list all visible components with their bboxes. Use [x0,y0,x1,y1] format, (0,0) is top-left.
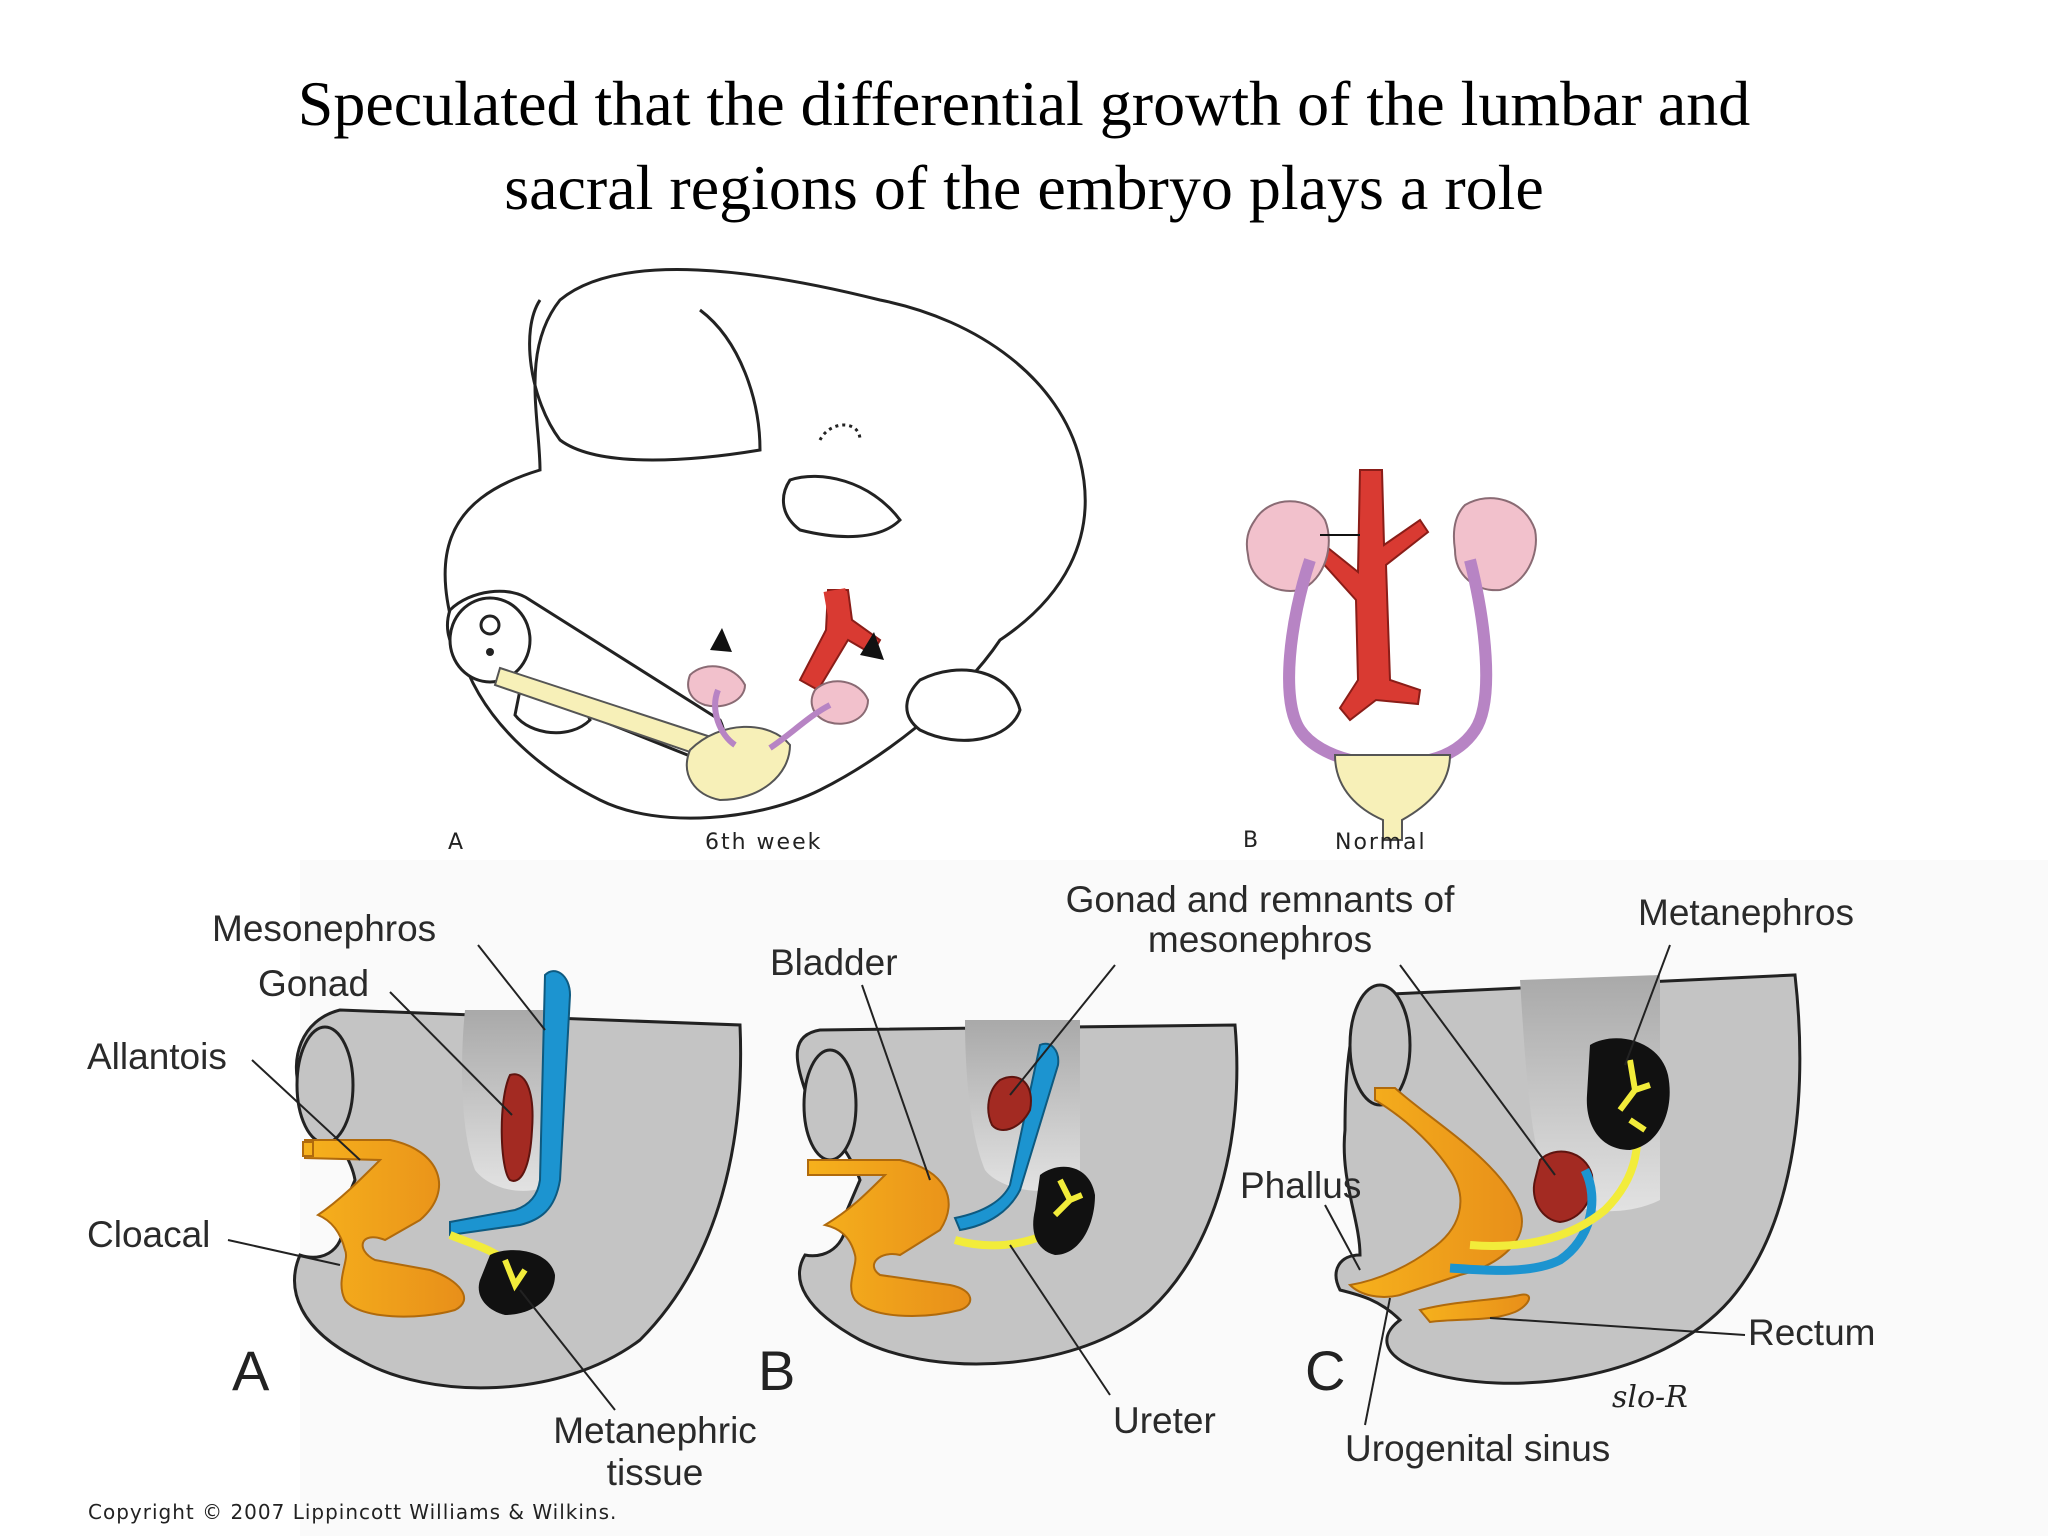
embryo-right-kidney [810,680,870,725]
embryo-lower-limb [905,668,1022,742]
embryo-right-ureter [768,702,832,751]
embryo-head-bulge [528,299,762,462]
ascent-arrow-left [710,628,732,652]
embryo-6th-week-drawing [443,268,1087,820]
artist-signature: slo-R [1612,1380,1688,1415]
ascent-arrow-right [860,632,884,660]
leader-metanephros [1624,944,1671,1066]
allantois-a-tube [295,1025,355,1145]
gonad-b [987,1075,1032,1131]
embryo-left-kidney [687,665,747,708]
leader-cloacal [227,1239,341,1266]
top-figure-b-letter: B [1243,828,1261,853]
embryo-left-ureter [712,688,737,748]
label-gonad-remnants-line-2: mesonephros [1147,919,1373,960]
label-metanephric-line-1: Metanephric [553,1410,757,1451]
leader-gonad-remnants-c [1399,964,1556,1176]
umbilical-stalk-end [448,596,532,684]
title-line-2: sacral regions of the embryo plays a rol… [504,152,1544,223]
leader-phallus [1324,1204,1361,1271]
leader-gonad-remnants [1009,964,1116,1096]
leader-gonad [389,991,513,1116]
label-ureter: Ureter [1113,1400,1216,1441]
label-metanephric-line-2: tissue [606,1452,704,1493]
slide-title: Speculated that the differential growth … [0,62,2048,230]
cloaca-a [304,1139,466,1318]
panel-letter-a: A [232,1339,270,1402]
top-figure-a-letter: A [448,830,466,855]
lower-figure-c [1334,973,1802,1385]
normal-left-kidney [1245,500,1330,592]
panel-letter-b: B [758,1339,796,1402]
lower-figure-a [293,970,743,1390]
label-gonad-remnants: Gonad and remnants of mesonephros [1020,880,1500,960]
label-urogenital-sinus: Urogenital sinus [1345,1428,1611,1469]
leader-mesonephros [477,944,546,1031]
label-cloacal: Cloacal [87,1214,211,1255]
leader-urogenital-sinus [1364,1297,1391,1426]
rectum-c [1418,1293,1530,1324]
normal-right-ureter [1428,558,1493,766]
mesonephric-duct-c [1449,1167,1597,1275]
label-metanephric-tissue: Metanephric tissue [530,1410,780,1494]
embryo-upper-limb [781,474,902,538]
label-rectum: Rectum [1748,1312,1876,1353]
metanephric-b [1033,1166,1095,1255]
label-bladder: Bladder [770,942,898,983]
panel-letter-c: C [1305,1339,1346,1402]
cloaca-sac [685,725,792,802]
label-gonad-remnants-line-1: Gonad and remnants of [1065,879,1455,920]
title-line-1: Speculated that the differential growth … [297,68,1751,139]
embryo-aorta [798,589,882,692]
leader-lines [227,944,1746,1426]
embryo-aorta-and-kidneys [687,588,884,751]
umbilical-vessel [479,614,501,636]
mesonephros-b [953,1042,1060,1232]
leader-allantois [251,1059,361,1161]
allantois-b-tube [802,1048,858,1162]
normal-urinary-system-drawing [1245,469,1537,841]
leader-rectum [1489,1317,1746,1336]
normal-left-ureter [1283,558,1352,766]
label-phallus: Phallus [1240,1165,1362,1206]
leader-metanephric [519,1289,616,1411]
leader-ureter [1009,1244,1111,1396]
top-figure-b-caption: Normal [1335,830,1427,855]
normal-right-kidney [1452,497,1537,592]
label-metanephros: Metanephros [1638,892,1854,933]
top-figure-a-caption: 6th week [705,830,823,855]
copyright-notice: Copyright © 2007 Lippincott Williams & W… [88,1500,618,1524]
normal-bladder [1333,754,1452,841]
bladder-b [807,1159,972,1317]
allantois-c-tube [1348,983,1412,1107]
lower-figure-b [795,1020,1239,1366]
label-allantois: Allantois [87,1036,227,1077]
gonad-a [500,1073,534,1182]
label-mesonephros: Mesonephros [212,908,437,949]
gonad-c [1532,1150,1594,1224]
leader-bladder [861,984,931,1181]
normal-aorta [1318,469,1430,722]
mesonephros-a [449,970,572,1237]
label-gonad: Gonad [258,963,370,1004]
